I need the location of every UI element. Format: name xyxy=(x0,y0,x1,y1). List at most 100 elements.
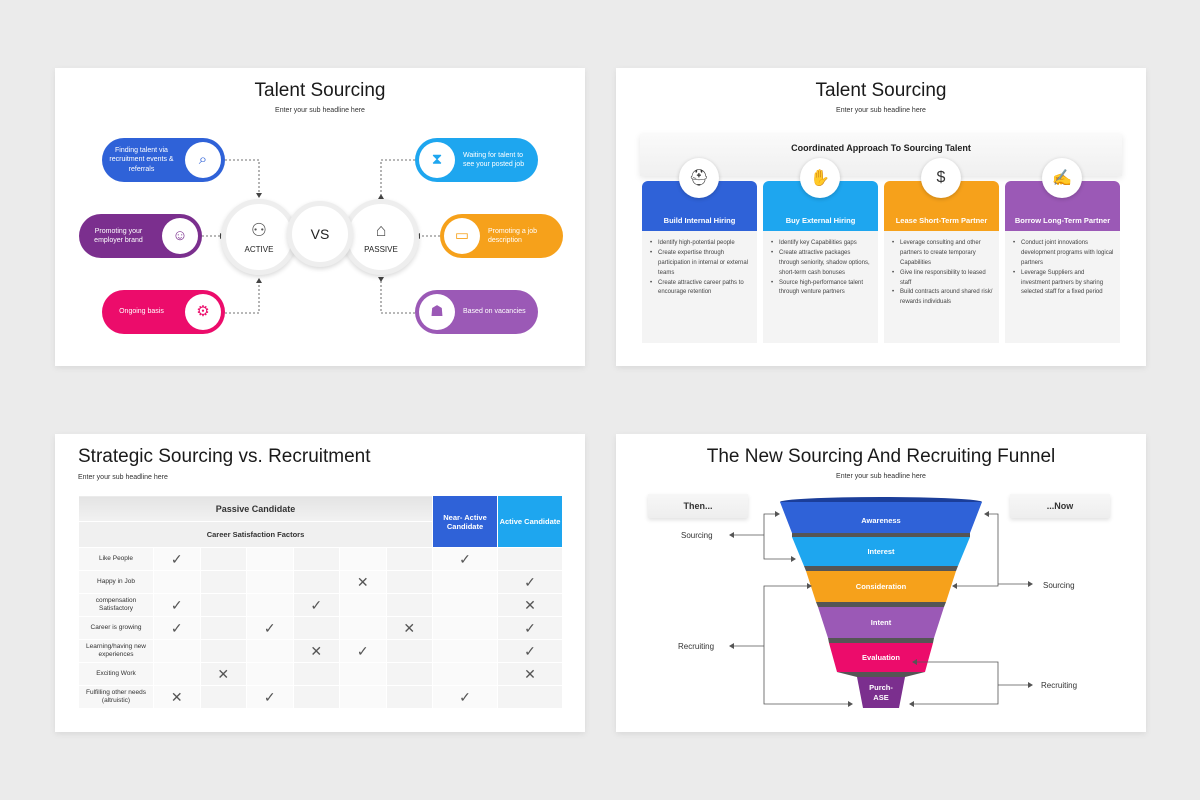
table-cell xyxy=(432,570,498,594)
table-row: Learning/having new experiences✕✓✓ xyxy=(78,639,563,663)
bullet-item: Leverage Suppliers and investment partne… xyxy=(1013,269,1114,299)
stage-consideration: Consideration xyxy=(855,582,907,591)
table-row: Career is growing✓✓✕✓ xyxy=(78,616,563,640)
check-icon: ✓ xyxy=(246,685,294,709)
check-icon: ✓ xyxy=(432,685,498,709)
column-lease: Lease Short-Term Partner Leverage consul… xyxy=(884,181,999,343)
table-row: Exciting Work✕✕ xyxy=(78,662,563,686)
slide-title: Talent Sourcing xyxy=(254,80,386,101)
table-cell xyxy=(153,639,201,663)
comparison-table: Passive Candidate Near- Active Candidate… xyxy=(78,495,563,709)
stage-evaluation: Evaluation xyxy=(862,653,900,662)
bullet-item: Identify high-potential people xyxy=(650,239,751,249)
table-cell xyxy=(199,685,247,709)
table-cell xyxy=(432,593,498,617)
cross-icon: ✕ xyxy=(385,616,433,640)
passive-circle: ⌂ PASSIVE xyxy=(343,199,419,275)
column-build: Build Internal Hiring Identify high-pote… xyxy=(642,181,757,343)
pill-vacancies: ☗ Based on vacancies xyxy=(415,290,538,334)
money-hand-icon: ✋ xyxy=(800,158,840,198)
slide-subtitle: Enter your sub headline here xyxy=(78,474,168,481)
table-cell xyxy=(246,547,294,571)
table-cell xyxy=(497,547,563,571)
table-cell xyxy=(339,662,387,686)
table-cell xyxy=(385,593,433,617)
column-borrow: Borrow Long-Term Partner Conduct joint i… xyxy=(1005,181,1120,343)
slide-strategic-sourcing: Strategic Sourcing vs. Recruitment Enter… xyxy=(55,434,585,732)
table-cell xyxy=(385,639,433,663)
table-cell xyxy=(385,547,433,571)
table-cell xyxy=(246,593,294,617)
bullet-item: Source high-performance talent through v… xyxy=(771,279,872,299)
table-row: compensation Satisfactory✓✓✕ xyxy=(78,593,563,617)
bullet-item: Create attractive packages through senio… xyxy=(771,249,872,279)
slide-subtitle: Enter your sub headline here xyxy=(836,107,926,114)
check-icon: ✓ xyxy=(292,593,340,617)
bullet-item: Build contracts around shared risk/ rewa… xyxy=(892,288,993,308)
table-cell xyxy=(339,685,387,709)
sleeping-person-icon: ⌂ xyxy=(375,220,387,240)
stage-intent: Intent xyxy=(870,618,892,627)
network-people-icon: ⚇ xyxy=(250,220,268,240)
slide-coordinated-approach: Talent Sourcing Enter your sub headline … xyxy=(616,68,1146,366)
row-label: compensation Satisfactory xyxy=(78,593,154,617)
pill-job-description: ▭ Promoting a job description xyxy=(440,214,563,258)
slide-title: The New Sourcing And Recruiting Funnel xyxy=(706,446,1056,467)
bullet-item: Identify key Capabilities gaps xyxy=(771,239,872,249)
row-label: Exciting Work xyxy=(78,662,154,686)
slide-talent-sourcing-vs: Talent Sourcing Enter your sub headline … xyxy=(55,68,585,366)
table-cell xyxy=(246,639,294,663)
check-icon: ✓ xyxy=(246,616,294,640)
cross-icon: ✕ xyxy=(497,593,563,617)
check-icon: ✓ xyxy=(497,570,563,594)
table-cell xyxy=(292,570,340,594)
table-cell xyxy=(246,570,294,594)
check-icon: ✓ xyxy=(153,593,201,617)
active-header: Active Candidate xyxy=(497,495,563,548)
bullet-item: Give line responsibility to leased staff xyxy=(892,269,993,289)
row-label: Learning/having new experiences xyxy=(78,639,154,663)
banner-title: Coordinated Approach To Sourcing Talent xyxy=(640,134,1122,176)
bullet-item: Leverage consulting and other partners t… xyxy=(892,239,993,269)
table-row: Like People✓✓ xyxy=(78,547,563,571)
table-cell xyxy=(199,547,247,571)
near-active-header: Near- Active Candidate xyxy=(432,495,498,548)
table-cell xyxy=(339,593,387,617)
magnifier-icon: ⌕ xyxy=(185,142,221,178)
left-recruiting-label: Recruiting xyxy=(678,642,715,651)
slide-title: Strategic Sourcing vs. Recruitment xyxy=(78,446,371,467)
worker-icon: ⛑ xyxy=(679,158,719,198)
left-sourcing-label: Sourcing xyxy=(681,531,713,540)
table-cell xyxy=(292,662,340,686)
handshake-icon: ✍ xyxy=(1042,158,1082,198)
table-cell xyxy=(432,662,498,686)
now-tag: ...Now xyxy=(1010,494,1110,518)
table-cell xyxy=(153,662,201,686)
bullet-item: Conduct joint innovations development pr… xyxy=(1013,239,1114,269)
table-cell xyxy=(199,639,247,663)
check-icon: ✓ xyxy=(339,639,387,663)
table-cell xyxy=(385,662,433,686)
check-icon: ✓ xyxy=(497,639,563,663)
cross-icon: ✕ xyxy=(199,662,247,686)
check-icon: ✓ xyxy=(432,547,498,571)
cross-icon: ✕ xyxy=(339,570,387,594)
cross-icon: ✕ xyxy=(153,685,201,709)
table-cell xyxy=(199,570,247,594)
table-cell xyxy=(153,570,201,594)
stage-interest: Interest xyxy=(867,547,895,556)
table-cell xyxy=(292,616,340,640)
passive-candidate-header: Passive Candidate xyxy=(78,495,433,522)
pill-employer-brand: Promoting your employer brand ☺ xyxy=(79,214,202,258)
active-circle: ⚇ ACTIVE xyxy=(221,199,297,275)
coin-hand-icon: $ xyxy=(921,158,961,198)
slide-recruiting-funnel: The New Sourcing And Recruiting Funnel E… xyxy=(616,434,1146,732)
bullet-item: Create attractive career paths to encour… xyxy=(650,279,751,299)
slide-title: Talent Sourcing xyxy=(815,80,947,101)
then-tag: Then... xyxy=(648,494,748,518)
right-sourcing-label: Sourcing xyxy=(1043,581,1075,590)
table-row: Happy in Job✕✓ xyxy=(78,570,563,594)
table-row: Fulfilling other needs (altruistic)✕✓✓ xyxy=(78,685,563,709)
pill-ongoing-basis: Ongoing basis ⚙ xyxy=(102,290,225,334)
vs-circle: VS xyxy=(287,201,353,267)
